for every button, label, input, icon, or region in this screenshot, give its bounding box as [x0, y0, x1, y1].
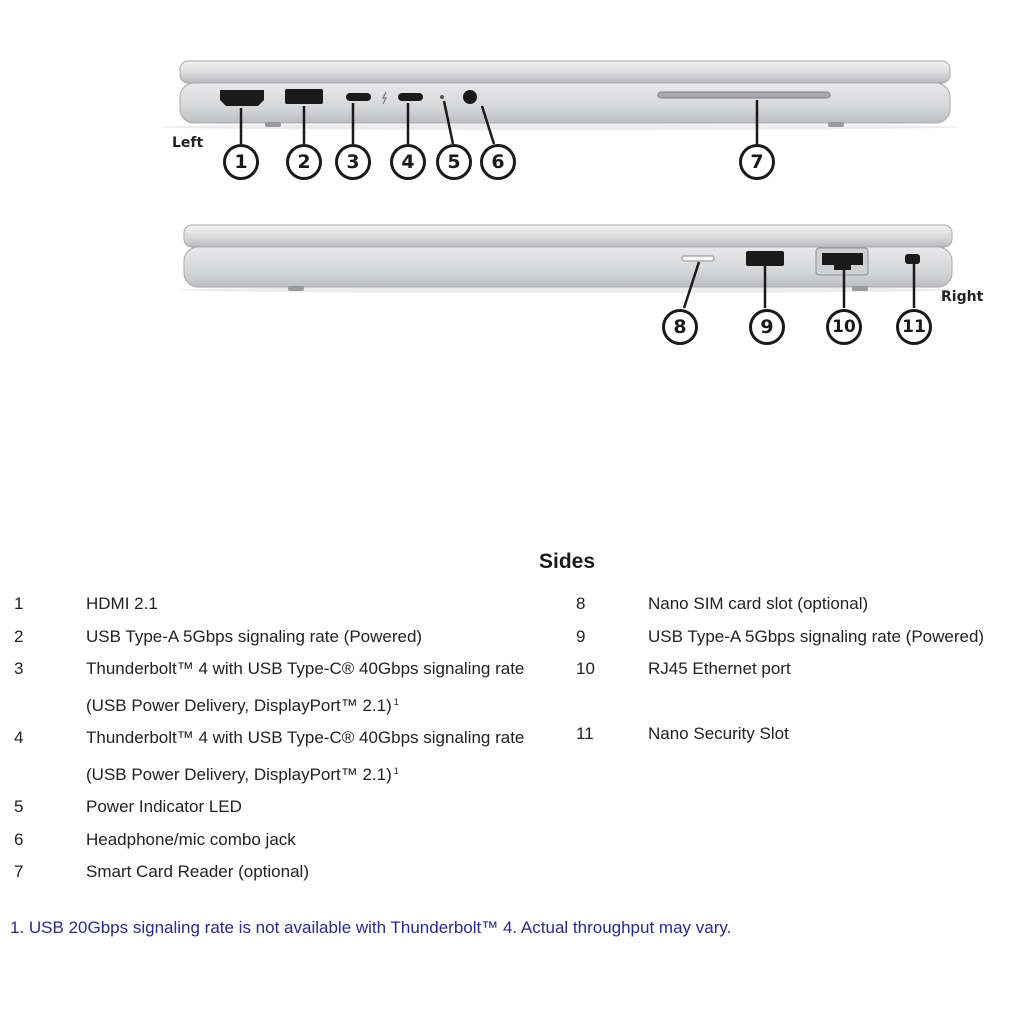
spec-number: 5 [14, 797, 24, 816]
spec-text: Thunderbolt™ 4 with USB Type-C® 40Gbps s… [86, 728, 525, 747]
spec-description-line: Smart Card Reader (optional) [86, 856, 574, 889]
callout-4: 4 [390, 144, 426, 180]
spec-description-line: Nano Security Slot [648, 718, 1024, 751]
audio-jack-icon [463, 90, 477, 104]
usb-a-port-icon [746, 251, 784, 266]
footnote-marker: 1 [393, 765, 399, 776]
spec-text: Smart Card Reader (optional) [86, 862, 309, 881]
spec-description: HDMI 2.1 [86, 588, 574, 621]
callout-9: 9 [749, 309, 785, 345]
lock-slot-icon [905, 254, 920, 264]
spec-row: 3 Thunderbolt™ 4 with USB Type-C® 40Gbps … [14, 653, 574, 722]
callout-11: 11 [896, 309, 932, 345]
section-title: Sides [538, 550, 596, 573]
spec-number: 8 [576, 594, 586, 613]
callout-6: 6 [480, 144, 516, 180]
spec-row: 5 Power Indicator LED [14, 791, 574, 824]
spec-description-line: USB Type-A 5Gbps signaling rate (Powered… [648, 621, 1024, 654]
spec-description-line: Headphone/mic combo jack [86, 824, 574, 857]
spec-number: 3 [14, 659, 24, 678]
spec-number: 11 [576, 724, 594, 743]
spec-description: Smart Card Reader (optional) [86, 856, 574, 889]
spec-description: USB Type-A 5Gbps signaling rate (Powered… [648, 621, 1024, 654]
spec-text: Nano SIM card slot (optional) [648, 594, 869, 613]
spec-row: 6 Headphone/mic combo jack [14, 824, 574, 857]
spec-description-line: Power Indicator LED [86, 791, 574, 824]
right-side-label: Right [941, 289, 984, 305]
spec-description: Nano SIM card slot (optional) [648, 588, 1024, 621]
spec-description: Power Indicator LED [86, 791, 574, 824]
usb-c-port-icon [346, 93, 371, 101]
spec-text: HDMI 2.1 [86, 594, 158, 613]
left-side-view [160, 60, 960, 145]
spec-description-line: (USB Power Delivery, DisplayPort™ 2.1)1 [86, 686, 574, 723]
spec-text: USB Type-A 5Gbps signaling rate (Powered… [86, 626, 423, 646]
spec-description: Headphone/mic combo jack [86, 824, 574, 857]
spec-description: RJ45 Ethernet port [648, 653, 1024, 718]
spec-number: 2 [14, 626, 24, 646]
spec-text: Headphone/mic combo jack [86, 829, 296, 849]
spec-text: (USB Power Delivery, DisplayPort™ 2.1) [86, 695, 392, 715]
spec-number: 7 [14, 862, 24, 881]
left-side-label: Left [172, 135, 204, 151]
callout-10: 10 [826, 309, 862, 345]
spec-number: 9 [576, 626, 586, 646]
spec-row: 7 Smart Card Reader (optional) [14, 856, 574, 889]
spacer [648, 686, 1024, 719]
spec-description-line: (USB Power Delivery, DisplayPort™ 2.1)1 [86, 755, 574, 792]
sim-slot-icon [681, 255, 715, 262]
spec-text: RJ45 Ethernet port [648, 659, 791, 678]
footnote-marker: 1 [393, 696, 399, 707]
right-side-view [180, 224, 960, 309]
usb-a-port-icon [285, 89, 323, 104]
spec-list-left: 1 HDMI 2.1 2 USB Type-A 5Gbps signaling rat… [14, 588, 574, 889]
spec-description-line: Thunderbolt™ 4 with USB Type-C® 40Gbps s… [86, 722, 574, 755]
spec-row: 10 RJ45 Ethernet port [576, 653, 1024, 718]
spec-number: 6 [14, 829, 24, 849]
callout-7: 7 [739, 144, 775, 180]
spec-number: 10 [576, 659, 595, 678]
spec-text: Nano Security Slot [648, 724, 789, 743]
led-icon [440, 95, 444, 99]
usb-c-port-icon [398, 93, 423, 101]
callout-2: 2 [286, 144, 322, 180]
spec-description-line: Nano SIM card slot (optional) [648, 588, 1024, 621]
hdmi-port-icon [220, 90, 264, 106]
spec-row: 11 Nano Security Slot [576, 718, 1024, 751]
spec-description-line: Thunderbolt™ 4 with USB Type-C® 40Gbps s… [86, 653, 574, 686]
spec-description-line: HDMI 2.1 [86, 588, 574, 621]
callout-1: 1 [223, 144, 259, 180]
spec-row: 1 HDMI 2.1 [14, 588, 574, 621]
spec-text: Thunderbolt™ 4 with USB Type-C® 40Gbps s… [86, 659, 525, 678]
spec-number: 1 [14, 594, 24, 613]
spec-row: 2 USB Type-A 5Gbps signaling rate (Powere… [14, 621, 574, 654]
spec-text: (USB Power Delivery, DisplayPort™ 2.1) [86, 764, 392, 784]
spec-row: 4 Thunderbolt™ 4 with USB Type-C® 40Gbps … [14, 722, 574, 791]
callout-8: 8 [662, 309, 698, 345]
callout-3: 3 [335, 144, 371, 180]
spec-text: USB Type-A 5Gbps signaling rate (Powered… [648, 626, 985, 646]
spec-number: 4 [14, 728, 24, 747]
footnote: 1. USB 20Gbps signaling rate is not avai… [10, 918, 732, 937]
spec-row: 8 Nano SIM card slot (optional) [576, 588, 1024, 621]
spec-list-right: 8 Nano SIM card slot (optional) 9 USB Type-… [576, 588, 1024, 751]
spec-row: 9 USB Type-A 5Gbps signaling rate (Powere… [576, 621, 1024, 654]
spec-description-line: RJ45 Ethernet port [648, 653, 1024, 686]
spec-text: Power Indicator LED [86, 797, 242, 816]
laptop-sides-diagram [160, 60, 960, 309]
spec-description-line: USB Type-A 5Gbps signaling rate (Powered… [86, 621, 574, 654]
callout-5: 5 [436, 144, 472, 180]
spec-description: Thunderbolt™ 4 with USB Type-C® 40Gbps s… [86, 653, 574, 722]
spec-description: Thunderbolt™ 4 with USB Type-C® 40Gbps s… [86, 722, 574, 791]
ethernet-port-icon [822, 253, 863, 270]
smart-card-slot-icon [657, 91, 831, 99]
spec-description: USB Type-A 5Gbps signaling rate (Powered… [86, 621, 574, 654]
spec-description: Nano Security Slot [648, 718, 1024, 751]
